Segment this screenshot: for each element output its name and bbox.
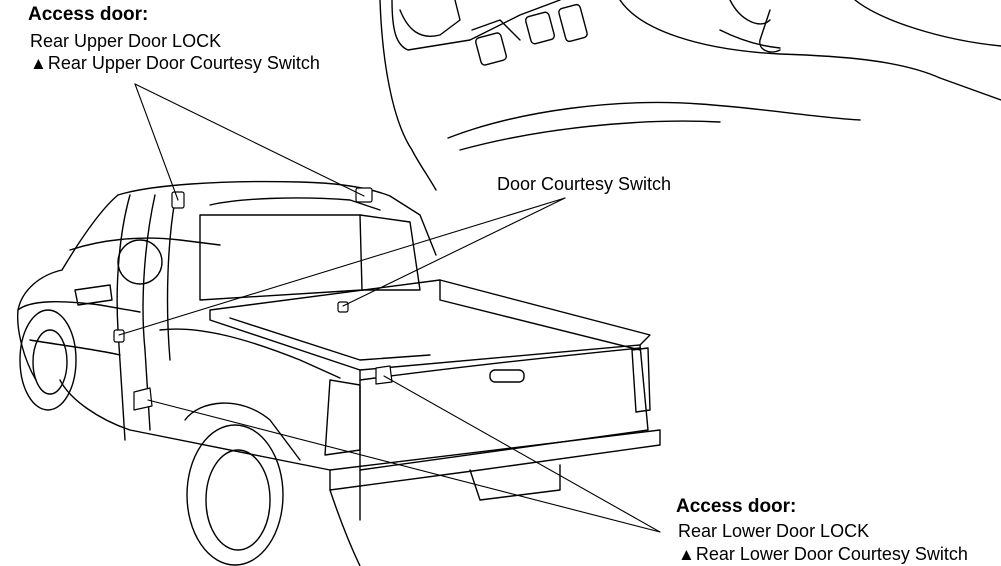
- truck-body: [16, 180, 661, 566]
- leader-lines: [118, 83, 661, 533]
- rear-lower-door-courtesy-switch-text: Rear Lower Door Courtesy Switch: [695, 544, 968, 564]
- triangle-marker-icon: ▲: [678, 545, 695, 564]
- upper-access-door-heading: Access door:: [28, 4, 149, 25]
- rear-upper-door-courtesy-switch-label: ▲Rear Upper Door Courtesy Switch: [30, 52, 320, 75]
- rear-lower-door-lock-label: Rear Lower Door LOCK: [678, 521, 870, 541]
- triangle-marker-icon: ▲: [30, 54, 47, 73]
- door-courtesy-switch-label: Door Courtesy Switch: [497, 174, 672, 194]
- component-markers: [113, 187, 393, 411]
- rear-upper-door-courtesy-switch-text: Rear Upper Door Courtesy Switch: [47, 53, 320, 73]
- rear-lower-door-courtesy-switch-label: ▲Rear Lower Door Courtesy Switch: [678, 543, 968, 566]
- interior-inset-view: [379, 0, 1001, 191]
- lower-access-door-heading: Access door:: [676, 496, 797, 517]
- rear-upper-door-lock-label: Rear Upper Door LOCK: [30, 31, 222, 51]
